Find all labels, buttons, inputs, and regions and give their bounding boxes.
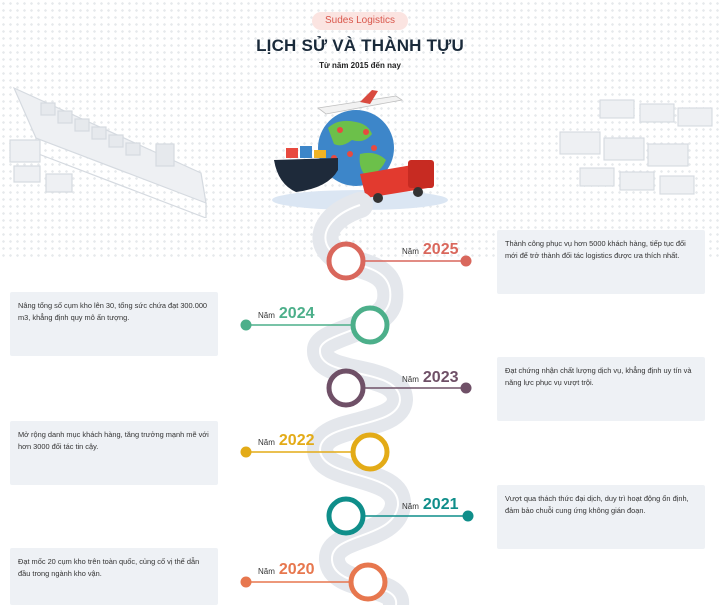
timeline-node-2023	[326, 368, 472, 408]
containers-illustration	[559, 99, 713, 195]
milestone-card-2021: Vượt qua thách thức đại dịch, duy trì ho…	[497, 485, 705, 549]
milestone-card-2020: Đạt mốc 20 cụm kho trên toàn quốc, củng …	[10, 548, 218, 605]
ship-illustration	[9, 86, 207, 218]
timeline-node-2024	[240, 305, 390, 345]
year-label-2024: Năm 2024	[258, 305, 315, 322]
timeline-node-2021	[326, 496, 474, 536]
timeline-node-2022	[240, 432, 390, 472]
milestone-card-2023: Đạt chứng nhận chất lượng dịch vụ, khẳng…	[497, 357, 705, 421]
timeline-node-2025	[326, 241, 472, 281]
timeline-node-2020	[240, 562, 388, 602]
year-label-2025: Năm 2025	[402, 241, 459, 258]
milestone-card-2024: Nâng tổng số cụm kho lên 30, tổng sức ch…	[10, 292, 218, 356]
page-title: LỊCH SỬ VÀ THÀNH TỰU	[256, 36, 464, 55]
year-label-2022: Năm 2022	[258, 432, 315, 449]
page-subtitle: Từ năm 2015 đến nay	[319, 61, 401, 70]
milestone-card-2022: Mở rộng danh mục khách hàng, tăng trưởng…	[10, 421, 218, 485]
year-label-2023: Năm 2023	[402, 369, 459, 386]
year-label-2021: Năm 2021	[402, 496, 459, 513]
brand-badge: Sudes Logistics	[312, 12, 408, 30]
milestone-card-2025: Thành công phục vụ hơn 5000 khách hàng, …	[497, 230, 705, 294]
logistics-globe-illustration	[272, 90, 448, 210]
year-label-2020: Năm 2020	[258, 561, 315, 578]
